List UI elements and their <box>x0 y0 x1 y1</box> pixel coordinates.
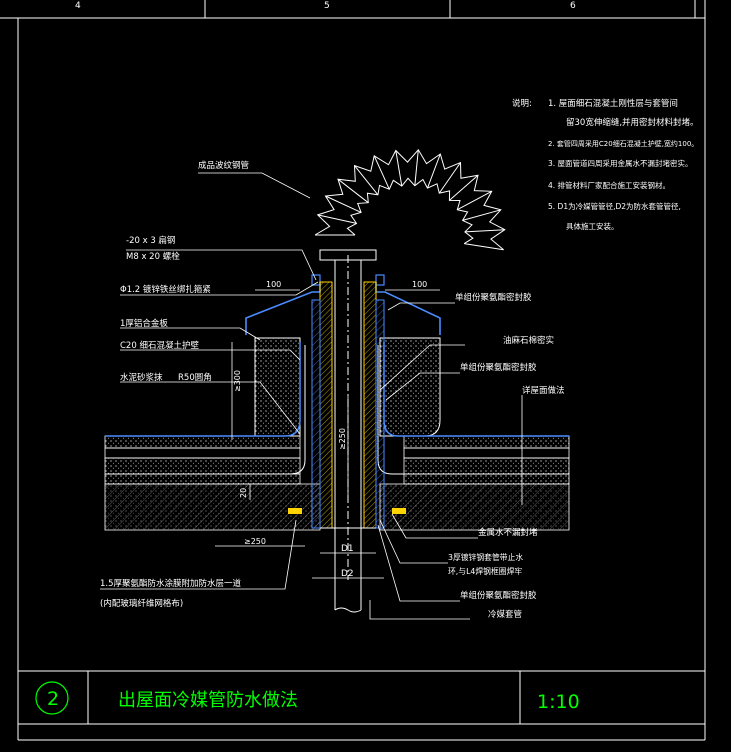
dim-D2: D2 <box>341 569 354 579</box>
hose-inner-profile <box>346 177 474 245</box>
sleeve-insulation-right <box>363 281 377 529</box>
note-line-3: 2. 套管四周采用C20细石混凝土护壁,宽约100。 <box>548 139 698 148</box>
notes: 说明: 1. 屋面细石混凝土刚性层与套管间 留30宽伸缩缝,并用密封材料封堵。 … <box>512 98 699 231</box>
note-line-5: 4. 排管材料厂家配合施工安装钢材。 <box>548 180 670 190</box>
hose-rib <box>325 195 362 213</box>
label-bolt: M8 x 20 螺栓 <box>126 251 180 262</box>
detail-title: 出屋面冷媒管防水做法 <box>118 690 298 711</box>
label-hose: 成品波纹钢管 <box>198 160 249 171</box>
title-block <box>18 670 705 725</box>
grid-number-5: 5 <box>324 1 330 11</box>
membrane-lower-left <box>105 345 306 475</box>
plug-left <box>288 508 302 514</box>
dim-D1: D1 <box>341 544 354 554</box>
leader-lines <box>100 172 523 620</box>
corrugated-steel-hose <box>314 148 506 251</box>
label-wire: Φ1.2 镀锌铁丝绑扎箍紧 <box>120 284 211 295</box>
hose-rib <box>373 155 390 190</box>
sleeve-insulation-left <box>319 281 333 529</box>
dim-100-left: 100 <box>266 280 281 289</box>
hose-rib <box>354 165 379 196</box>
hose-rib <box>464 243 504 251</box>
notes-heading: 说明: <box>512 98 532 109</box>
label-sealant-2: 单组份聚氨酯密封胶 <box>460 362 537 373</box>
hose-rib <box>464 229 505 233</box>
label-c20: C20 细石混凝土护壁 <box>120 340 199 351</box>
labels: 成品波纹钢管 -20 x 3 扁钢 M8 x 20 螺栓 Φ1.2 镀锌铁丝绑扎… <box>100 160 565 620</box>
clamp-right <box>375 274 385 286</box>
grid-number-6: 6 <box>570 1 576 11</box>
label-r50: R50圆角 <box>178 372 212 383</box>
hose-rib <box>427 153 441 189</box>
label-plug: 金属水不漏封堵 <box>478 527 538 538</box>
steel-sleeve-right <box>375 299 385 529</box>
hose-rib <box>449 174 479 201</box>
concrete-collar-right <box>379 337 441 437</box>
label-membrane: 1.5厚聚氨酯防水涂膜附加防水层一道 <box>100 578 242 589</box>
hose-rib <box>457 190 492 211</box>
note-line-1: 1. 屋面细石混凝土刚性层与套管间 <box>548 98 678 109</box>
label-sealant-1: 单组份聚氨酯密封胶 <box>455 292 532 303</box>
drawing-frame <box>0 0 706 741</box>
hose-rib <box>414 149 419 186</box>
dimension-lines <box>215 289 440 579</box>
label-sealant-3: 单组份聚氨酯密封胶 <box>460 590 537 601</box>
roof-layers-right <box>379 435 570 531</box>
dim-20: 20 <box>239 488 248 498</box>
hose-rib <box>317 214 357 224</box>
hose-rib <box>438 162 461 194</box>
label-mortar: 水泥砂浆抹 <box>120 372 163 383</box>
dim-250-vertical: ≥250 <box>338 428 347 450</box>
plug-right <box>392 508 406 514</box>
note-line-2: 留30宽伸缩缝,并用密封材料封堵。 <box>566 117 699 128</box>
detail-scale: 1:10 <box>537 691 580 713</box>
detail-number-circle <box>35 681 69 715</box>
dim-100-right: 100 <box>412 280 427 289</box>
grid-number-4: 4 <box>75 1 81 11</box>
detail-number: 2 <box>47 688 59 710</box>
steel-sleeve-left <box>311 299 321 529</box>
note-line-6: 5. D1为冷媒管管径,D2为防水套管管径, <box>548 201 681 211</box>
hose-rib <box>462 209 501 221</box>
label-alu: 1厚铝合金板 <box>120 318 168 329</box>
label-asbestos: 油麻石棉密实 <box>503 335 554 346</box>
label-membrane-2: (内配玻璃纤维网格布) <box>100 598 183 609</box>
label-sleeve: 冷媒套管 <box>488 609 522 620</box>
hose-rib <box>395 150 403 187</box>
dim-250-horizontal: ≥250 <box>244 537 266 546</box>
label-flat-steel: -20 x 3 扁钢 <box>126 235 175 246</box>
label-steel-ring: 3厚镀锌钢套管带止水 <box>448 552 523 562</box>
roof-layers-left <box>104 435 321 531</box>
dim-300: ≥300 <box>233 370 242 392</box>
label-roof-detail: 详屋面做法 <box>522 385 565 396</box>
clamp-left <box>311 274 321 286</box>
label-steel-ring-2: 环,与L4焊钢框圈焊牢 <box>448 566 522 576</box>
membrane-left <box>105 342 301 437</box>
note-line-7: 具体施工安装。 <box>566 221 619 231</box>
note-line-4: 3. 屋面管道四周采用金属水不漏封堵密实。 <box>548 158 693 168</box>
hose-rib <box>337 178 369 204</box>
